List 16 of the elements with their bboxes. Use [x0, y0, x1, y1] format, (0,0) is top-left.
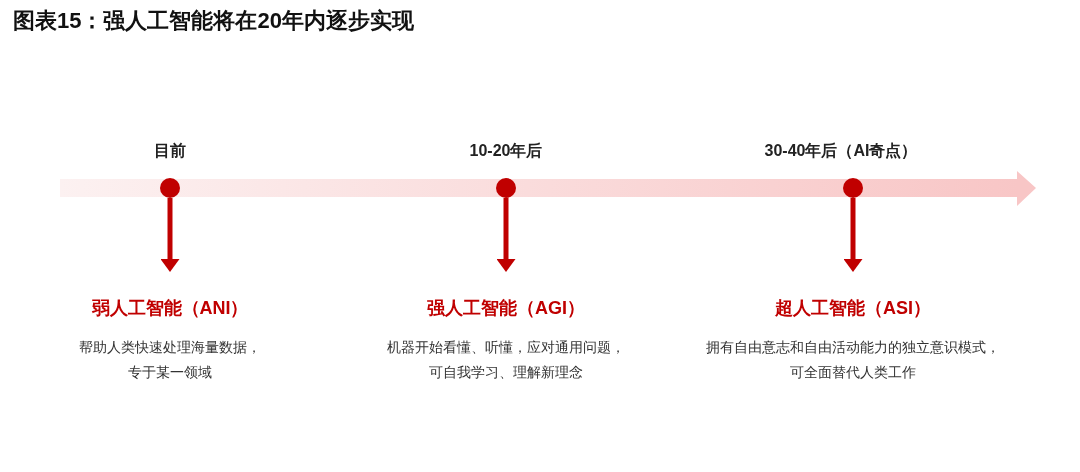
stage-description: 机器开始看懂、听懂，应对通用问题，可自我学习、理解新理念: [386, 338, 626, 382]
arrow: [160, 198, 180, 272]
stage-heading: 超人工智能（ASI）: [775, 297, 931, 319]
time-label: 10-20年后: [469, 141, 543, 161]
stage-heading: 弱人工智能（ANI）: [91, 297, 249, 319]
stage-description: 帮助人类快速处理海量数据，专于某一领域: [78, 338, 262, 382]
chart-title: 图表15：强人工智能将在20年内逐步实现: [13, 7, 414, 35]
timeline-dot: [160, 178, 180, 198]
timeline-dot: [843, 178, 863, 198]
time-label: 目前: [154, 141, 186, 161]
stage-heading: 强人工智能（AGI）: [427, 297, 585, 319]
timeline-dot: [496, 178, 516, 198]
arrow: [843, 198, 863, 272]
time-label: 30-40年后（AI奇点）: [764, 141, 918, 161]
stage-description: 拥有自由意志和自由活动能力的独立意识模式，可全面替代人类工作: [705, 338, 1001, 382]
arrow: [496, 198, 516, 272]
